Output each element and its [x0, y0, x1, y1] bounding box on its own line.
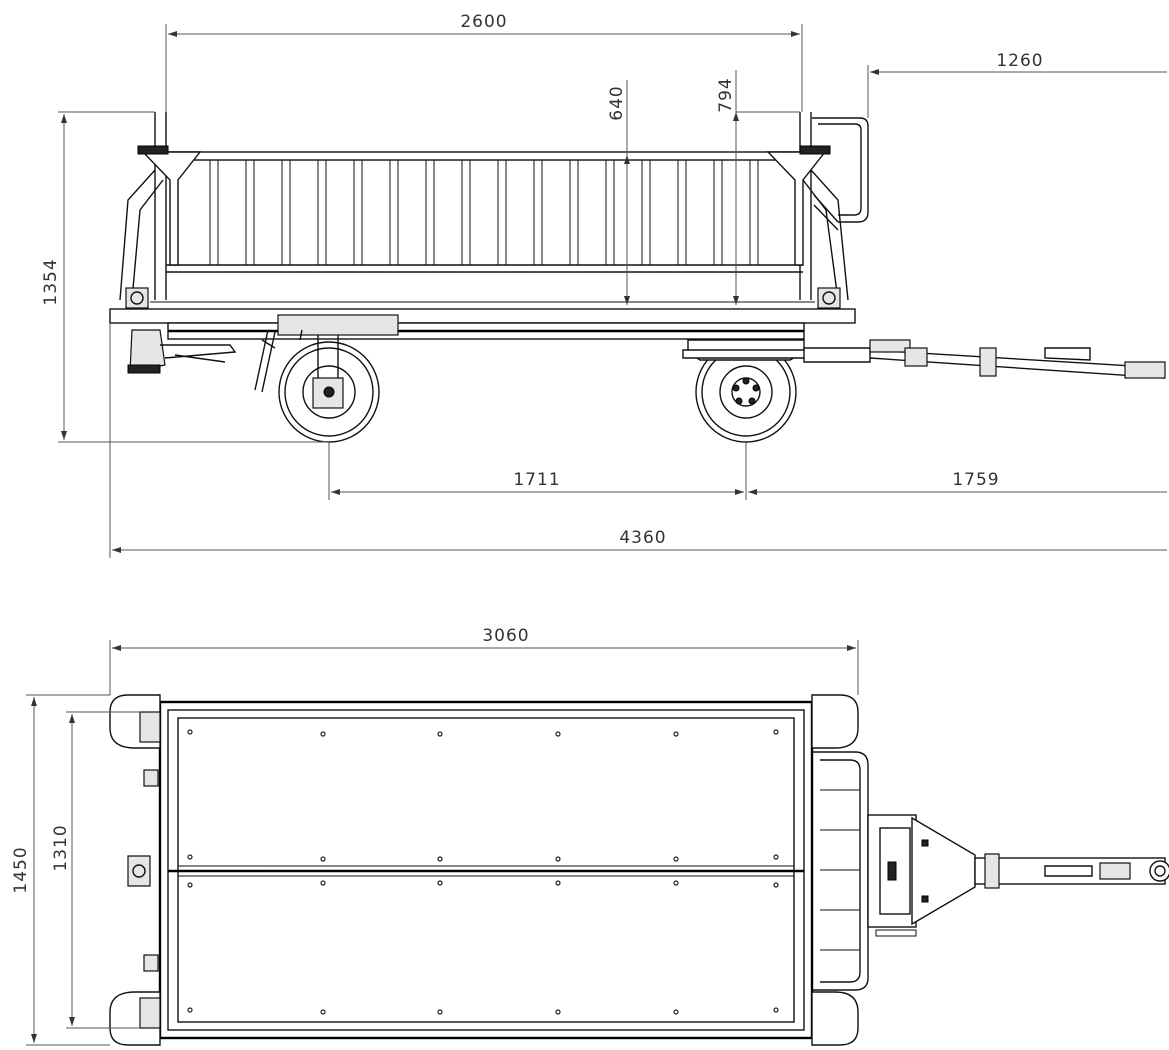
dim-front-overhang: 1759: [952, 470, 999, 490]
dim-drawbar-offset: 1260: [996, 51, 1043, 71]
dim-wheelbase: 1711: [513, 470, 560, 490]
side-view: [109, 112, 1166, 443]
dim-inner-width: 1310: [51, 824, 71, 871]
dim-stake-height-rear: 794: [716, 77, 736, 112]
dim-top-rail-length: 2600: [460, 12, 507, 32]
rear-wheel: [278, 341, 380, 443]
top-view: [109, 694, 1169, 1046]
dim-body-length: 3060: [482, 626, 529, 646]
dim-overall-height: 1354: [41, 258, 61, 305]
stake-posts: [209, 160, 759, 265]
front-wheel: [695, 341, 797, 443]
dimension-lines: [26, 24, 1167, 1046]
dim-overall-width: 1450: [11, 846, 31, 893]
dimension-labels: 2600 1260 640 794 1354 1711 1759 4360 30…: [11, 12, 1043, 894]
dim-overall-length: 4360: [619, 528, 666, 548]
dim-stake-height: 640: [607, 85, 627, 120]
deck-bolts: [187, 729, 779, 1015]
